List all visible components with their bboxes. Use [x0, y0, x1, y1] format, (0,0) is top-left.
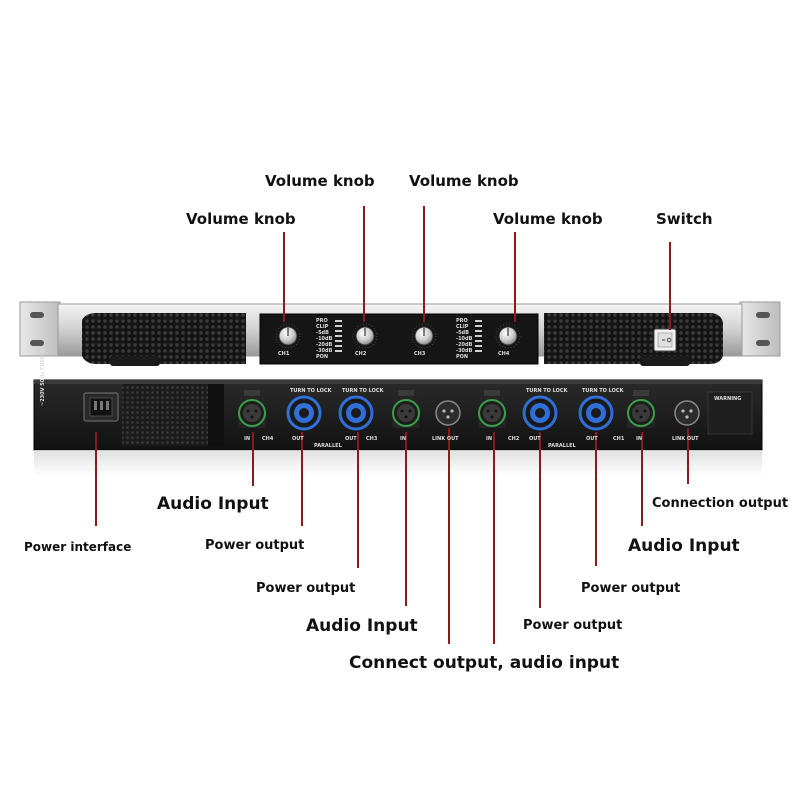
rear-section-ch1: CH1: [613, 436, 625, 442]
label-connect-output-audio-input: Connect output, audio input: [349, 653, 620, 673]
parallel-label-a: PARALLEL: [314, 443, 342, 449]
indicator-labels-right: PRO CLIP -5dB -10dB -20dB -30dB PON: [456, 318, 472, 360]
indicator-label: PON: [456, 354, 469, 360]
label-switch: Switch: [656, 210, 713, 228]
label-volume-knob-ch4: Volume knob: [493, 210, 603, 228]
rear-out-label-ch2: OUT: [529, 436, 541, 442]
lock-label-ch3: TURN TO LOCK: [342, 388, 384, 394]
indicator-label: -10dB: [316, 336, 333, 342]
indicator-labels-left: PRO CLIP -5dB -10dB -20dB -30dB PON: [316, 318, 332, 360]
label-audio-input-ch3: Audio Input: [306, 616, 418, 636]
mains-label: ~230V 50Hz FUSE 6A: [40, 346, 46, 406]
indicator-label: -5dB: [456, 330, 469, 336]
label-power-interface: Power interface: [24, 540, 132, 554]
parallel-label-b: PARALLEL: [548, 443, 576, 449]
label-audio-input-ch4: Audio Input: [157, 494, 269, 514]
rear-out-label-ch4: OUT: [292, 436, 304, 442]
lock-label-ch1: TURN TO LOCK: [582, 388, 624, 394]
indicator-label: PON: [316, 354, 329, 360]
indicator-label: CLIP: [456, 324, 469, 330]
rear-out-label-ch3: OUT: [345, 436, 357, 442]
knob-label-ch2: CH2: [355, 351, 367, 357]
label-audio-input-ch1: Audio Input: [628, 536, 740, 556]
rear-link-out-label-b: LINK OUT: [672, 436, 699, 442]
rear-link-out-label-a: LINK OUT: [432, 436, 459, 442]
label-volume-knob-ch2: Volume knob: [265, 172, 375, 190]
indicator-label: -10dB: [456, 336, 473, 342]
rear-out-label-ch1: OUT: [586, 436, 598, 442]
leader-lines: [95, 206, 689, 644]
knob-label-ch4: CH4: [498, 351, 510, 357]
label-volume-knob-ch3: Volume knob: [409, 172, 519, 190]
label-connection-output: Connection output: [652, 496, 789, 511]
label-volume-knob-ch1: Volume knob: [186, 210, 296, 228]
warning-label: WARNING: [714, 396, 742, 402]
indicator-label: -30dB: [456, 348, 473, 354]
indicator-label: -20dB: [456, 342, 473, 348]
indicator-label: CLIP: [316, 324, 329, 330]
indicator-label: PRO: [316, 318, 328, 324]
knob-label-ch3: CH3: [414, 351, 426, 357]
rear-in-label-ch4: IN: [244, 436, 251, 442]
indicator-label: PRO: [456, 318, 468, 324]
rear-section-ch2: CH2: [508, 436, 520, 442]
rear-in-label-ch3: IN: [400, 436, 407, 442]
knob-label-ch1: CH1: [278, 351, 290, 357]
indicator-label: -20dB: [316, 342, 333, 348]
indicator-label: -30dB: [316, 348, 333, 354]
label-power-output-ch3: Power output: [256, 581, 356, 596]
rear-in-label-ch1: IN: [636, 436, 643, 442]
label-power-output-ch4: Power output: [205, 538, 305, 553]
label-power-output-ch1: Power output: [581, 581, 681, 596]
lock-label-ch4: TURN TO LOCK: [290, 388, 332, 394]
rear-in-label-ch2: IN: [486, 436, 493, 442]
label-power-output-ch2: Power output: [523, 618, 623, 633]
rear-section-ch3: CH3: [366, 436, 378, 442]
rear-section-ch4: CH4: [262, 436, 274, 442]
indicator-label: -5dB: [316, 330, 329, 336]
lock-label-ch2: TURN TO LOCK: [526, 388, 568, 394]
rear-panel: [33, 379, 763, 476]
front-panel: [19, 301, 781, 366]
